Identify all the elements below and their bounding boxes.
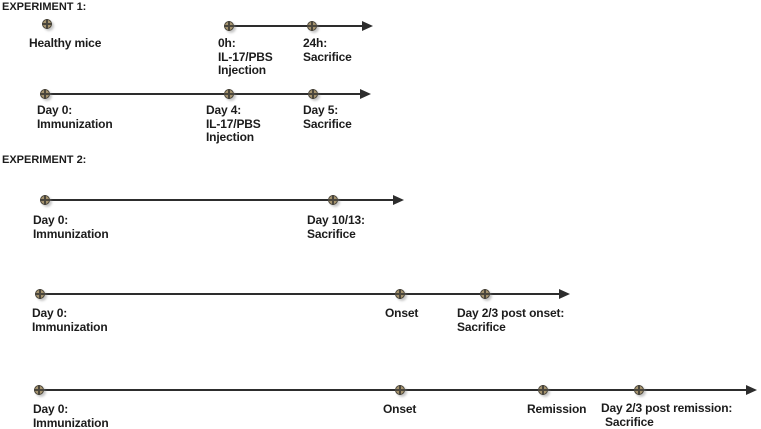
- event-label-line: 0h:: [218, 36, 236, 50]
- arrowhead-icon: [362, 21, 373, 31]
- event-label-onset: Onset: [385, 306, 419, 321]
- event-label-line: Immunization: [32, 319, 108, 334]
- experiment2-title: EXPERIMENT 2:: [2, 154, 87, 166]
- event-label-day5-sacrifice: Day 5: Sacrifice: [303, 103, 352, 131]
- event-marker-icon: [40, 89, 50, 99]
- event-marker-icon: [538, 385, 548, 395]
- event-marker-icon: [480, 289, 490, 299]
- event-marker-icon: [42, 19, 52, 29]
- event-marker-icon: [634, 385, 644, 395]
- event-marker-icon: [40, 195, 50, 205]
- timeline-remission-line: [35, 385, 757, 395]
- event-label-line: Sacrifice: [457, 319, 506, 334]
- event-label-line: Onset: [385, 306, 419, 320]
- event-label-line: Healthy mice: [29, 36, 102, 50]
- event-label-line: Day 2/3 post remission:: [601, 401, 733, 415]
- event-label-line: Day 0:: [33, 402, 69, 416]
- arrowhead-icon: [360, 89, 371, 99]
- event-label-day23-post-remission-sacrifice: Day 2/3 post remission: Sacrifice: [601, 401, 733, 429]
- experiment1-title: EXPERIMENT 1:: [2, 1, 87, 13]
- arrowhead-icon: [393, 195, 404, 205]
- event-label-line: Day 0:: [32, 306, 68, 320]
- event-label-line: Immunization: [37, 116, 113, 131]
- event-label-line: Sacrifice: [605, 414, 654, 429]
- event-label-onset: Onset: [383, 402, 417, 417]
- timeline-onset-line: [36, 289, 570, 299]
- event-label-line: 24h:: [303, 36, 328, 50]
- event-label-line: Day 5:: [303, 103, 339, 117]
- event-label-remission: Remission: [527, 402, 587, 417]
- arrowhead-icon: [559, 289, 570, 299]
- event-label-day10-13-sacrifice: Day 10/13: Sacrifice: [307, 213, 365, 241]
- event-label-line: Injection: [206, 130, 254, 144]
- event-label-line: IL-17/PBS: [206, 116, 261, 131]
- event-label-line: Day 0:: [37, 103, 73, 117]
- timeline-injection-line: [225, 21, 373, 31]
- timeline-sacrifice-line: [41, 195, 404, 205]
- event-marker-icon: [395, 289, 405, 299]
- event-label-line: Remission: [527, 402, 587, 416]
- event-label-line: Onset: [383, 402, 417, 416]
- event-label-line: Injection: [218, 63, 266, 77]
- event-marker-icon: [395, 385, 405, 395]
- event-label-line: Day 2/3 post onset:: [457, 306, 565, 320]
- event-marker-icon: [35, 289, 45, 299]
- event-label-24h-sacrifice: 24h: Sacrifice: [303, 36, 352, 64]
- event-label-day0-immunization: Day 0: Immunization: [33, 213, 109, 241]
- event-label-day4-injection: Day 4: IL-17/PBS Injection: [206, 103, 261, 145]
- event-label-line: Sacrifice: [307, 226, 356, 241]
- event-marker-icon: [307, 21, 317, 31]
- event-label-day0-immunization: Day 0: Immunization: [32, 306, 108, 334]
- event-label-day23-post-onset-sacrifice: Day 2/3 post onset: Sacrifice: [457, 306, 565, 334]
- timeline-immunization-line: [41, 89, 371, 99]
- event-marker-icon: [308, 89, 318, 99]
- event-label-healthy-mice: Healthy mice: [29, 36, 102, 51]
- event-marker-icon: [34, 385, 44, 395]
- event-label-line: IL-17/PBS: [218, 49, 273, 64]
- arrowhead-icon: [746, 385, 757, 395]
- event-marker-icon: [224, 89, 234, 99]
- event-label-line: Sacrifice: [303, 49, 352, 64]
- event-label-line: Sacrifice: [303, 116, 352, 131]
- event-label-line: Immunization: [33, 226, 109, 241]
- event-label-line: Immunization: [33, 415, 109, 429]
- event-marker-icon: [328, 195, 338, 205]
- event-label-0h-injection: 0h: IL-17/PBS Injection: [218, 36, 273, 78]
- event-marker-icon: [224, 21, 234, 31]
- event-label-line: Day 4:: [206, 103, 242, 117]
- event-label-day0-immunization: Day 0: Immunization: [33, 402, 109, 429]
- event-label-day0-immunization: Day 0: Immunization: [37, 103, 113, 131]
- event-label-line: Day 0:: [33, 213, 69, 227]
- event-label-line: Day 10/13:: [307, 213, 365, 227]
